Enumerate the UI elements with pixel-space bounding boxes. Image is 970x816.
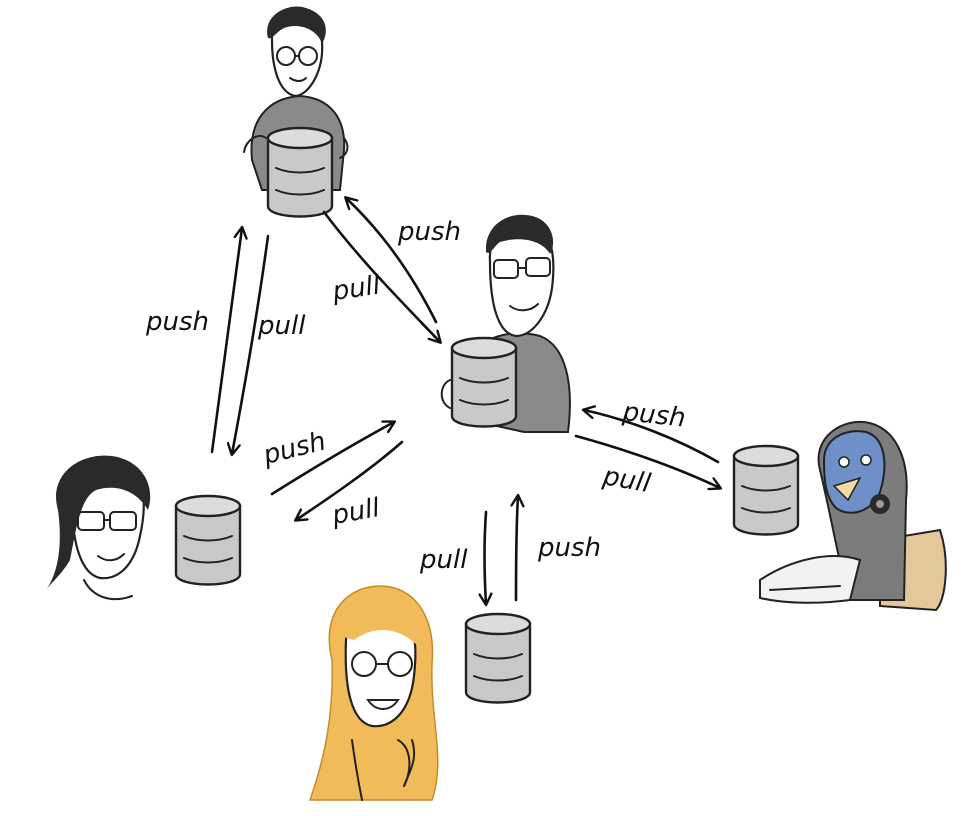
arrow-bottom-center-push xyxy=(516,496,518,602)
arrow-right-center-push xyxy=(584,410,720,464)
arrow-top-center-push xyxy=(346,198,438,324)
arrow-center-left-pull xyxy=(296,440,404,520)
label-bottom-pull: pull xyxy=(419,545,468,575)
label-top-center-pull: pull xyxy=(330,271,383,308)
label-top-left-pull: pull xyxy=(257,311,306,341)
label-left-pull: pull xyxy=(329,493,383,531)
arrow-center-right-pull xyxy=(574,434,720,488)
arrow-center-bottom-pull xyxy=(485,510,487,604)
label-right-pull: pull xyxy=(600,461,654,499)
arrow-top-left-pull xyxy=(232,234,270,454)
right-developer xyxy=(759,420,947,612)
arrow-top-center-pull xyxy=(322,210,440,342)
label-top-left-push: push xyxy=(145,307,209,337)
label-right-push: push xyxy=(620,397,687,434)
left-developer xyxy=(46,455,151,601)
center-repository-icon xyxy=(450,336,518,428)
top-repository-icon xyxy=(266,126,334,218)
arrow-left-top-push xyxy=(210,228,242,454)
right-repository-icon xyxy=(732,444,800,536)
label-top-center-push: push xyxy=(397,217,461,247)
bottom-developer xyxy=(308,585,439,801)
arrow-left-center-push xyxy=(270,422,394,496)
label-bottom-push: push xyxy=(537,533,601,563)
left-repository-icon xyxy=(174,494,242,586)
bottom-repository-icon xyxy=(464,612,532,704)
